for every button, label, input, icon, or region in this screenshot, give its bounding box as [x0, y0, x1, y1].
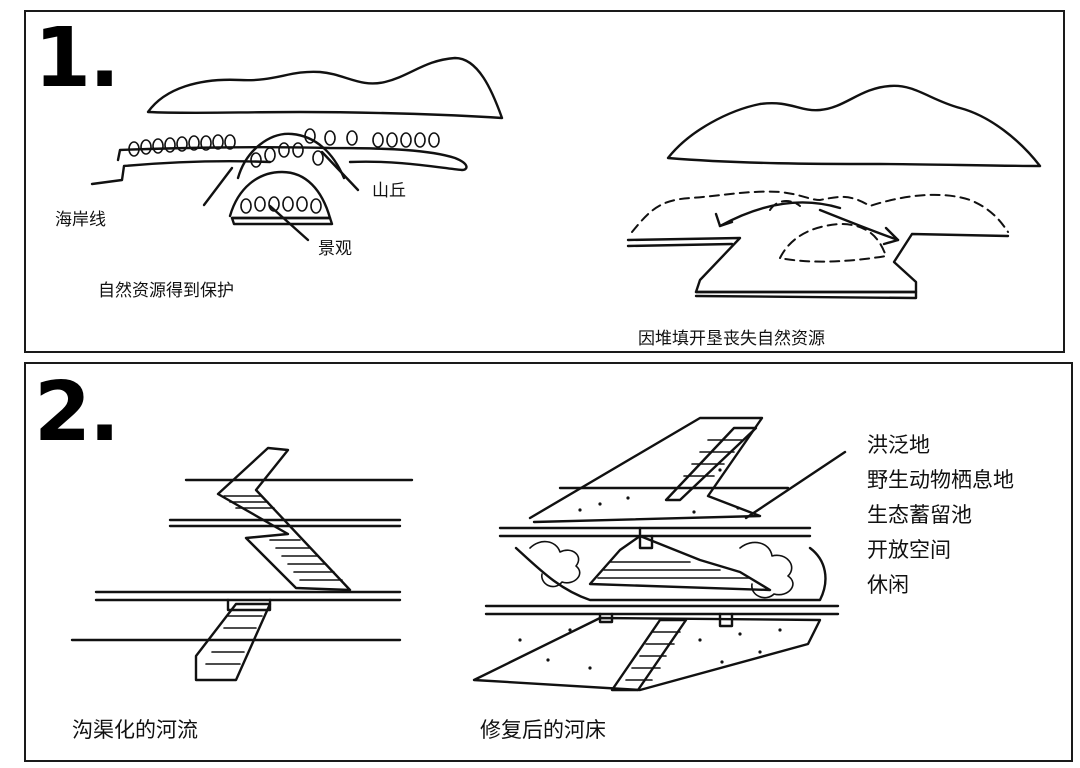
- panel-2-number: 2.: [34, 365, 120, 460]
- mountain-outline-left: [146, 56, 504, 120]
- label-coastline: 海岸线: [55, 210, 106, 230]
- lost-resources-sketch: [626, 84, 1042, 300]
- legend-item: 野生动物栖息地: [867, 468, 1014, 492]
- channel-hatching: [205, 495, 343, 665]
- fill-arrow-right-head: [882, 226, 900, 246]
- label-channelized: 沟渠化的河流: [72, 718, 198, 742]
- river-hatching: [597, 439, 751, 681]
- label-restored: 修复后的河床: [480, 718, 606, 742]
- panel-1: [24, 10, 1065, 353]
- reclaimed-base: [694, 290, 918, 300]
- panel-1-number: 1.: [34, 11, 120, 106]
- dashed-hill-small: [769, 200, 801, 211]
- legend-item: 开放空间: [867, 538, 951, 562]
- river-lower: [610, 618, 688, 692]
- floodplain-middle: [514, 546, 827, 602]
- fill-arrow-left: [718, 201, 842, 228]
- channelized-river-sketch: [70, 446, 414, 682]
- pool-notches: [598, 526, 734, 628]
- vegetation-right: [739, 541, 794, 599]
- pointer-coastline: [202, 166, 234, 207]
- pointer-landscape: [268, 204, 310, 242]
- shoreline-lower: [90, 160, 272, 186]
- channel-step: [226, 598, 272, 612]
- dashed-hill-center: [778, 222, 888, 263]
- shoreline-upper: [116, 145, 468, 172]
- floodplain-dots: [518, 468, 782, 670]
- tree-row: [128, 128, 440, 214]
- pointer-hill: [320, 150, 360, 192]
- fill-arrow-right: [818, 208, 900, 242]
- vegetation-left: [529, 540, 581, 588]
- legend-item: 休闲: [867, 573, 909, 597]
- reclaimed-land-lower: [626, 242, 734, 248]
- mountain-outline-right: [666, 84, 1042, 168]
- protected-coast-sketch: [90, 56, 504, 242]
- fill-arrow-left-head: [714, 212, 734, 228]
- floodplain-upper: [528, 416, 764, 524]
- landscape-base: [230, 216, 334, 226]
- legend-item: 洪泛地: [867, 433, 930, 457]
- landscape-mound: [228, 170, 332, 220]
- label-protected: 自然资源得到保护: [98, 281, 234, 301]
- reclaimed-land: [626, 232, 1010, 294]
- river-middle: [588, 534, 772, 592]
- label-landscape: 景观: [318, 239, 352, 259]
- panel-2: [24, 362, 1073, 762]
- legend-pointer: [744, 450, 847, 520]
- legend-item: 生态蓄留池: [867, 503, 972, 527]
- benefits-legend: 洪泛地 野生动物栖息地 生态蓄留池 开放空间 休闲: [867, 428, 1014, 603]
- label-hill: 山丘: [372, 181, 406, 201]
- channel-outline-lower: [194, 602, 272, 682]
- restored-riverbed-sketch: [472, 416, 847, 692]
- dashed-hills: [631, 190, 1009, 233]
- label-lost: 因堆填开垦丧失自然资源: [638, 329, 825, 349]
- hill-mound: [236, 132, 346, 180]
